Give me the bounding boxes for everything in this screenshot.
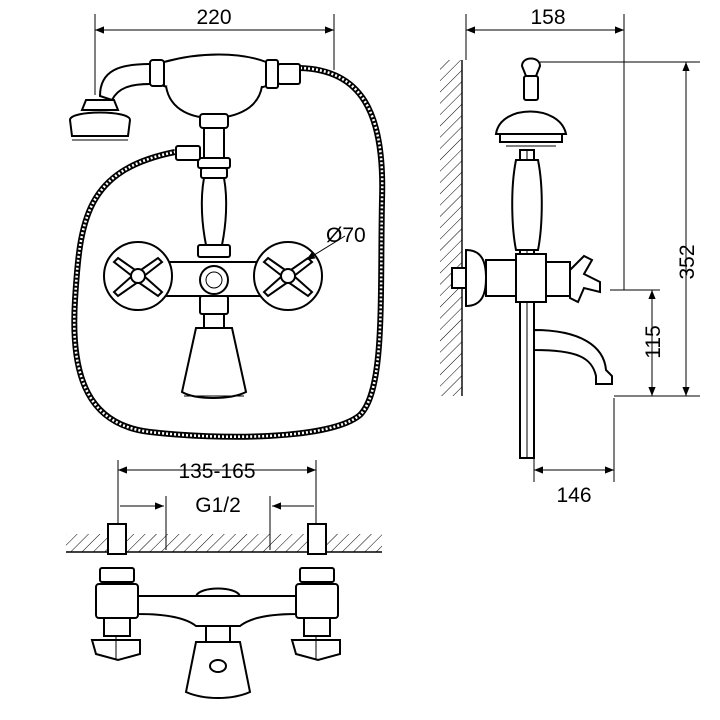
handle-right <box>253 241 323 311</box>
dimension-reach: 146 <box>533 398 615 507</box>
hose <box>71 65 386 440</box>
dimension-width: 220 <box>94 6 335 95</box>
bottom-handle-left <box>90 636 141 662</box>
label-width: 220 <box>196 6 231 29</box>
dimension-thread: G1/2 <box>120 494 314 550</box>
dimension-outlet: 115 <box>610 289 665 396</box>
label-diameter: Ø70 <box>326 224 366 247</box>
dimension-diameter: Ø70 <box>305 224 366 261</box>
label-thread: G1/2 <box>195 494 241 517</box>
label-depth: 158 <box>530 6 565 29</box>
mount-hatch <box>66 534 382 552</box>
front-view: 220 Ø70 <box>68 6 386 440</box>
label-center: 135-165 <box>178 460 255 483</box>
inlet-right <box>307 523 327 555</box>
side-body <box>451 248 613 385</box>
spout <box>180 295 248 399</box>
label-outlet: 115 <box>642 325 665 358</box>
inlet-left <box>107 523 127 555</box>
dimension-depth: 158 <box>465 6 625 290</box>
dimension-center: 135-165 <box>117 460 317 530</box>
wall-hatch <box>440 60 462 396</box>
bottom-spout <box>184 625 252 699</box>
bottom-view: 135-165 G1/2 <box>66 460 382 699</box>
column <box>165 85 263 258</box>
bottom-handle-right <box>290 636 341 662</box>
label-height: 352 <box>676 244 699 279</box>
bottom-body <box>137 595 297 627</box>
label-reach: 146 <box>556 484 591 507</box>
handle-left <box>103 241 173 311</box>
side-riser <box>494 57 568 459</box>
hand-shower <box>68 53 301 141</box>
side-view: 158 352 115 146 <box>440 6 700 507</box>
dimension-height: 352 <box>540 61 700 397</box>
